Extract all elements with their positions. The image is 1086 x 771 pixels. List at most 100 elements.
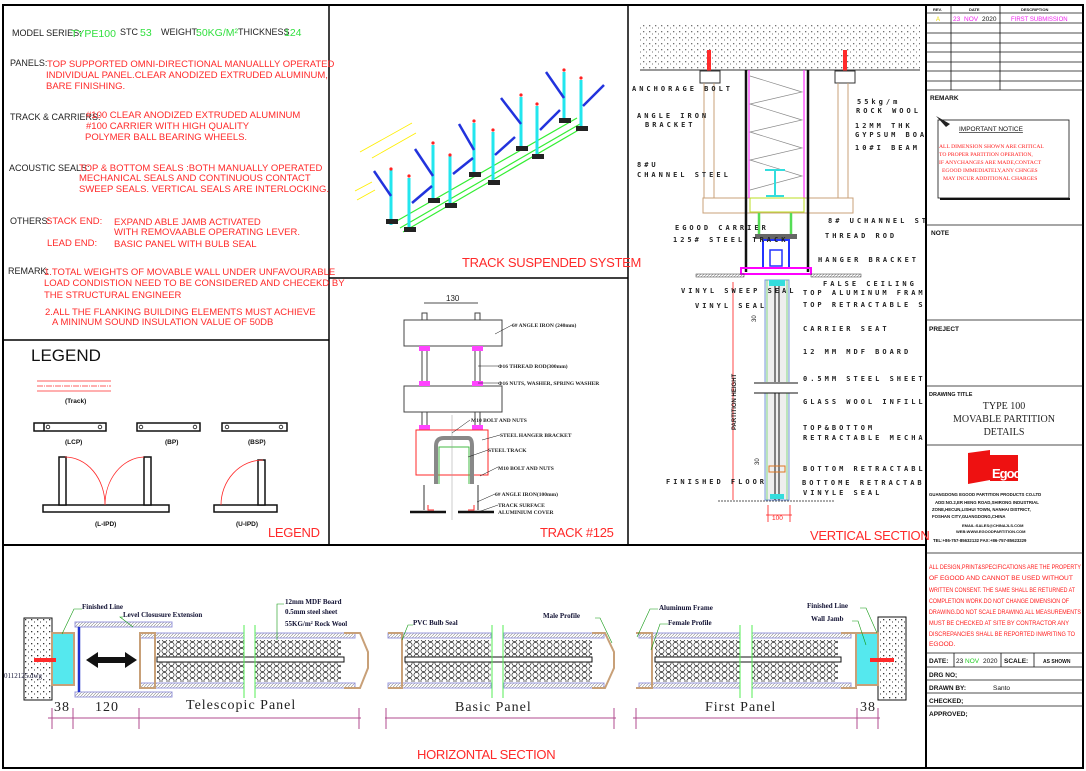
drawing-title-label: DRAWING TITLE xyxy=(929,392,973,398)
hs-label: 0.5mm steel sheet xyxy=(285,608,338,616)
dim-30-bottom: 30 xyxy=(755,458,761,465)
disclaimer-line: OF EGOOD AND CANNOT BE USED WITHOUT xyxy=(929,575,1073,582)
stack-end-text: EXPAND ABLE JAMB ACTIVATED xyxy=(114,217,261,228)
hs-label: 55KG/m² Rock Wool xyxy=(285,620,347,628)
note-label: NOTE xyxy=(931,230,950,237)
hs-label: Finished Line xyxy=(807,602,848,610)
track125-caption: TRACK #125 xyxy=(540,525,614,540)
date-year: 2020 xyxy=(983,658,998,665)
track-suspended-drawing xyxy=(354,68,605,233)
notice-line: EGOOD IMMEDIATELY,ANY CHNGES xyxy=(942,168,1038,174)
track125-label: STEEL HANGER BRACKET xyxy=(500,433,572,439)
thickness-label: THICKNESS xyxy=(238,27,290,37)
vs-label: TOP RETRACTABLE SEAL xyxy=(803,301,947,309)
project-label: PREJECT xyxy=(929,326,959,333)
disclaimer-line: COMPLETION WORK.DO NOT CHANGE DIMENSION … xyxy=(929,598,1069,605)
vs-label: BRACKET xyxy=(645,121,696,129)
telescopic-arrow-icon xyxy=(86,652,137,668)
track-text: POLYMER BALL BEARING WHEELS. xyxy=(85,132,247,143)
vs-label: TOP ALUMINUM FRAME xyxy=(803,289,933,297)
vs-label: ANGLE IRON xyxy=(637,112,709,120)
ipd-symbols xyxy=(42,456,278,513)
checked-label: CHECKED; xyxy=(929,698,963,705)
vs-label: ANCHORAGE BOLT xyxy=(632,85,733,93)
weight-label: WEIGHT: xyxy=(161,27,199,37)
vs-label: VINYLE SEAL xyxy=(803,489,882,497)
vs-label: RETRACTABLE MECHANISM xyxy=(803,434,955,442)
hs-label: Female Profile xyxy=(668,619,712,627)
vs-label: 12 MM MDF BOARD xyxy=(803,348,911,356)
seals-text: TOP & BOTTOM SEALS :BOTH MANUALLY OPERAT… xyxy=(79,163,323,174)
panel-symbols xyxy=(33,422,288,432)
panels-text: INDIVIDUAL PANEL.CLEAR ANODIZED EXTRUDED… xyxy=(46,70,328,81)
notice-title: IMPORTANT NOTICE xyxy=(959,126,1024,133)
company-tel: TEL:+86-757-85632132 FAX:+86-757-8562322… xyxy=(933,538,1027,543)
vs-label: 55kg/m xyxy=(857,98,900,106)
vs-label: VINYL SEAL xyxy=(695,302,767,310)
rev-description: FIRST SUBMISSION xyxy=(1011,17,1068,23)
vs-label: CHANNEL STEEL xyxy=(637,171,731,179)
remark-text: THE STRUCTURAL ENGINEER xyxy=(44,290,182,301)
sheet-frame xyxy=(2,4,1084,769)
vs-label: GYPSUM BOARD xyxy=(855,131,942,139)
drawing-title: DETAILS xyxy=(984,427,1025,438)
track125-label: STEEL TRACK xyxy=(488,448,527,454)
horizontal-section-drawing: Finished Line Level Closusure Extension … xyxy=(4,598,907,729)
company-name: GUANGDONG EGOOD PARTITION PRODUCTS CO.LT… xyxy=(929,492,1041,497)
stack-end-label: STACK END: xyxy=(46,216,102,227)
track125-label: TRACK SURFACE xyxy=(498,503,545,509)
notice-line: ALL DIMENSION SHOWN ARE CRITICAL xyxy=(939,144,1044,150)
legend-bsp-label: (BSP) xyxy=(248,439,266,446)
company-address: FOSHAN CITY,GUANGDONG,CHINA xyxy=(932,514,1006,519)
company-email: EMAIL:SALES@CHINAJLS.COM xyxy=(962,523,1024,528)
remark-text: 1.TOTAL WEIGHTS OF MOVABLE WALL UNDER UN… xyxy=(44,267,335,278)
dim-label: 38 xyxy=(54,700,70,715)
panels-label: PANELS: xyxy=(10,58,47,68)
track125-dim: 130 xyxy=(446,294,460,303)
title-block: REV. DATE DESCRIPTION A 23 NOV 2020 FIRS… xyxy=(926,5,1083,718)
legend-track-label: (Track) xyxy=(65,398,86,405)
company-address: ZONE,HECUN,LISHUI TOWN, NANHAI DISTRICT, xyxy=(932,507,1031,512)
disclaimer-line: ALL DESIGN,PRINT&SPECIFICATIONS ARE THE … xyxy=(929,564,1081,571)
dim-label: 120 xyxy=(95,700,119,715)
notice-line: TO PROPER PARTITION OPERATION, xyxy=(939,152,1033,158)
legend-heading: LEGEND xyxy=(31,346,101,365)
panel-name: Basic Panel xyxy=(455,700,532,715)
hs-label: Finished Line xyxy=(82,603,123,611)
model-series-value: TYPE100 xyxy=(71,28,116,40)
vs-label: 125# STEEL TRACK xyxy=(673,236,788,244)
track-text: #100 CLEAR ANODIZED EXTRUDED ALUMINUM xyxy=(86,110,300,121)
rev-date-year: 2020 xyxy=(982,16,997,23)
hs-label: 12mm MDF Board xyxy=(285,598,342,606)
track125-label: Φ16 NUTS, WASHER, SPRING WASHER xyxy=(498,381,600,387)
legend-panel: LEGEND (Track) (LCP) (BP) (BSP) (L-IPD) … xyxy=(31,346,320,540)
legend-caption: LEGEND xyxy=(268,525,320,540)
disclaimer-line: MUST BE CHECKED AT SITE BY CONTRACTOR AN… xyxy=(929,620,1070,627)
disclaimer-line: DRAWING.DO NOT SCALE DRAWING.ALL MEASURE… xyxy=(929,609,1081,616)
lead-end-text: BASIC PANEL WITH BULB SEAL xyxy=(114,239,257,250)
stc-value: 53 xyxy=(140,27,152,39)
panel-cores xyxy=(139,632,852,689)
rev-id: A xyxy=(936,17,940,23)
track125-drawing: 130 6# ANGLE IRON (240mm) Φ16 THREAD ROD… xyxy=(403,294,600,520)
notice-line: IF ANYCHANGES ARE MADE,CONTACT xyxy=(939,160,1042,166)
legend-bp-label: (BP) xyxy=(165,439,178,446)
stc-label: STC xyxy=(120,27,139,37)
rev-header: DESCRIPTION xyxy=(1021,7,1048,12)
weight-value: 50KG/M² xyxy=(196,27,239,39)
others-label: OTHERS: xyxy=(10,216,50,226)
hs-label: PVC Bulb Seal xyxy=(413,619,458,627)
track125-label: 6# ANGLE IRON(100mm) xyxy=(495,491,558,498)
rev-date-day: 23 xyxy=(953,16,961,23)
track125-label: M10 BOLT AND NUTS xyxy=(471,418,527,424)
seals-text: SWEEP SEALS. VERTICAL SEALS ARE INTERLOC… xyxy=(79,184,329,195)
hs-label: Level Closusure Extension xyxy=(123,611,202,619)
company-web: WEB:WWW.EGOODPARTITION.COM xyxy=(956,529,1026,534)
vs-label: VINYL SWEEP SEAL xyxy=(681,287,796,295)
dim-30-top: 30 xyxy=(752,315,758,322)
pen-icon xyxy=(936,116,950,127)
vs-label: FALSE CEILING xyxy=(823,280,917,288)
rev-header: DATE xyxy=(969,7,980,12)
panels-text: TOP SUPPORTED OMNI-DIRECTIONAL MANUALLLY… xyxy=(47,59,334,70)
